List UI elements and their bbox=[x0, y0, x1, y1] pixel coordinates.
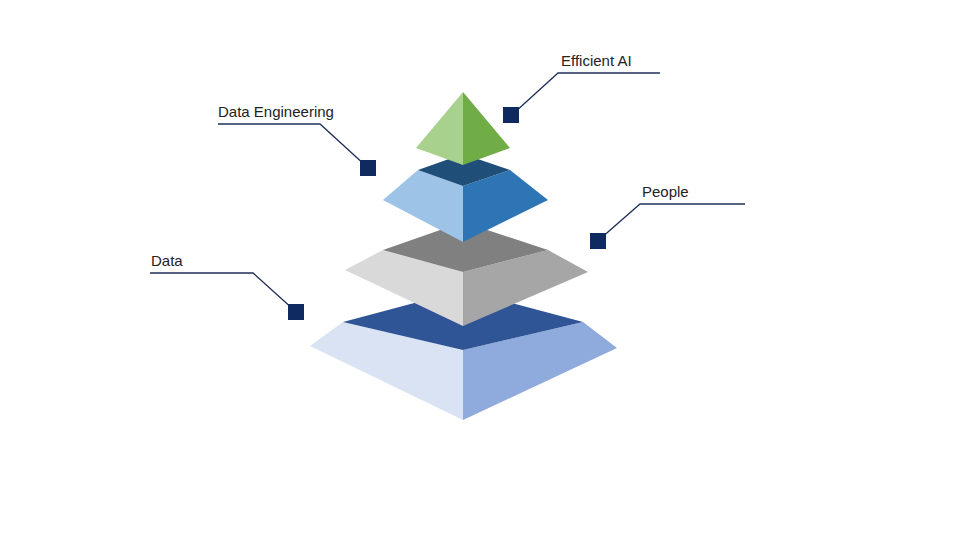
leader-lines bbox=[150, 73, 745, 310]
pyramid-tier-blue bbox=[383, 154, 548, 242]
leader-line bbox=[150, 273, 294, 310]
tier-face bbox=[463, 92, 510, 165]
leader-marker bbox=[360, 160, 376, 176]
leader-marker bbox=[590, 233, 606, 249]
leader-line bbox=[218, 124, 366, 166]
leader-line bbox=[514, 73, 660, 113]
leader-marker bbox=[503, 107, 519, 123]
callout-label: Data Engineering bbox=[218, 103, 334, 121]
leader-line bbox=[600, 204, 745, 239]
callout-label: People bbox=[642, 183, 689, 201]
leader-marker bbox=[288, 304, 304, 320]
leader-markers bbox=[288, 107, 606, 320]
callout-label: Efficient AI bbox=[561, 52, 632, 70]
pyramid-tier-top bbox=[416, 92, 510, 165]
callout-label: Data bbox=[151, 252, 183, 270]
tier-face bbox=[416, 92, 463, 165]
